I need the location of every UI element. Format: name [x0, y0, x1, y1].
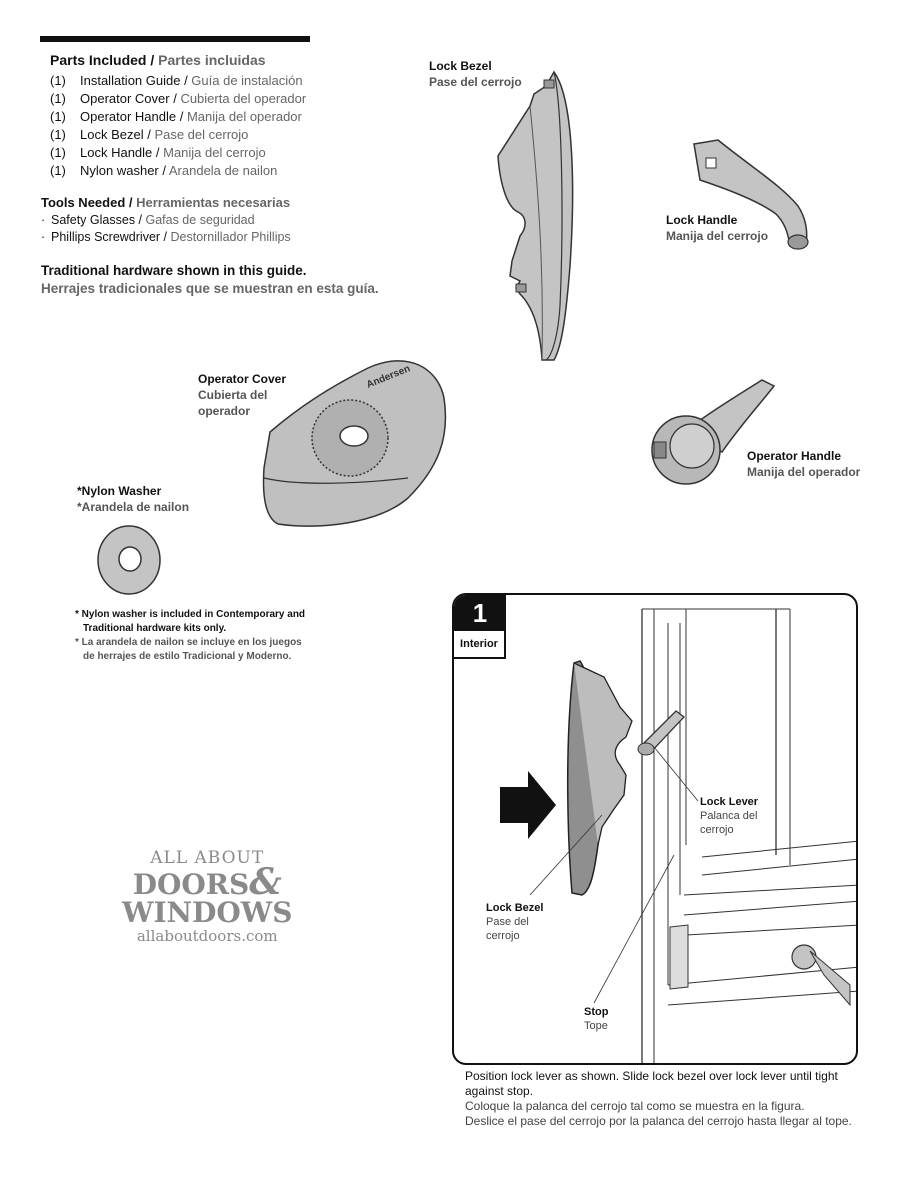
tools-list: ·Safety Glasses / Gafas de seguridad ·Ph… — [41, 212, 291, 246]
step-caption: Position lock lever as shown. Slide lock… — [465, 1069, 852, 1128]
lock-handle-icon — [693, 139, 809, 250]
lock-bezel-label: Lock Bezel Pase del cerrojo — [429, 59, 522, 89]
step-1-panel: 1 Interior Lock Lever Palanca del cerroj… — [452, 593, 858, 1065]
window-frame-icon — [500, 608, 856, 1063]
list-item: (1)Operator Cover / Cubierta del operado… — [50, 91, 307, 106]
lock-lever-label: Lock Lever Palanca del cerrojo — [700, 796, 759, 836]
operator-cover-label: Operator Cover Cubierta del operador — [198, 372, 287, 418]
nylon-washer-icon — [97, 525, 161, 595]
list-item: ·Safety Glasses / Gafas de seguridad — [41, 213, 255, 227]
lock-bezel-icon — [497, 70, 574, 361]
parts-title: Parts Included / Partes incluidas — [50, 52, 266, 68]
parts-included-box: Parts Included / Partes incluidas (1)Ins… — [40, 36, 310, 186]
operator-cover-icon: Andersen — [262, 360, 447, 527]
lock-handle-label: Lock Handle Manija del cerrojo — [666, 213, 769, 243]
stop-label: Stop Tope — [584, 1006, 609, 1032]
nylon-washer-label: *Nylon Washer *Arandela de nailon — [77, 484, 190, 514]
parts-list: (1)Installation Guide / Guía de instalac… — [40, 72, 310, 180]
watermark-logo: ALL ABOUT DOORS& WINDOWS allaboutdoors.c… — [122, 848, 293, 945]
traditional-hardware-note: Traditional hardware shown in this guide… — [41, 263, 379, 296]
operator-handle-icon — [651, 379, 776, 485]
list-item: (1)Lock Bezel / Pase del cerrojo — [50, 127, 249, 142]
arrow-icon — [500, 771, 556, 839]
step-tag: Interior — [454, 631, 506, 659]
nylon-footnote: * Nylon washer is included in Contempora… — [75, 609, 306, 662]
list-item: (1)Nylon washer / Arandela de nailon — [50, 163, 278, 178]
step-lock-bezel-label: Lock Bezel Pase del cerrojo — [486, 902, 544, 942]
step-number: 1 — [454, 595, 506, 631]
list-item: (1)Lock Handle / Manija del cerrojo — [50, 145, 266, 160]
list-item: ·Phillips Screwdriver / Destornillador P… — [41, 230, 291, 244]
list-item: (1)Installation Guide / Guía de instalac… — [50, 73, 303, 88]
tools-title: Tools Needed / Herramientas necesarias — [41, 195, 291, 210]
list-item: (1)Operator Handle / Manija del operador — [50, 109, 302, 124]
operator-handle-label: Operator Handle Manija del operador — [747, 449, 861, 479]
